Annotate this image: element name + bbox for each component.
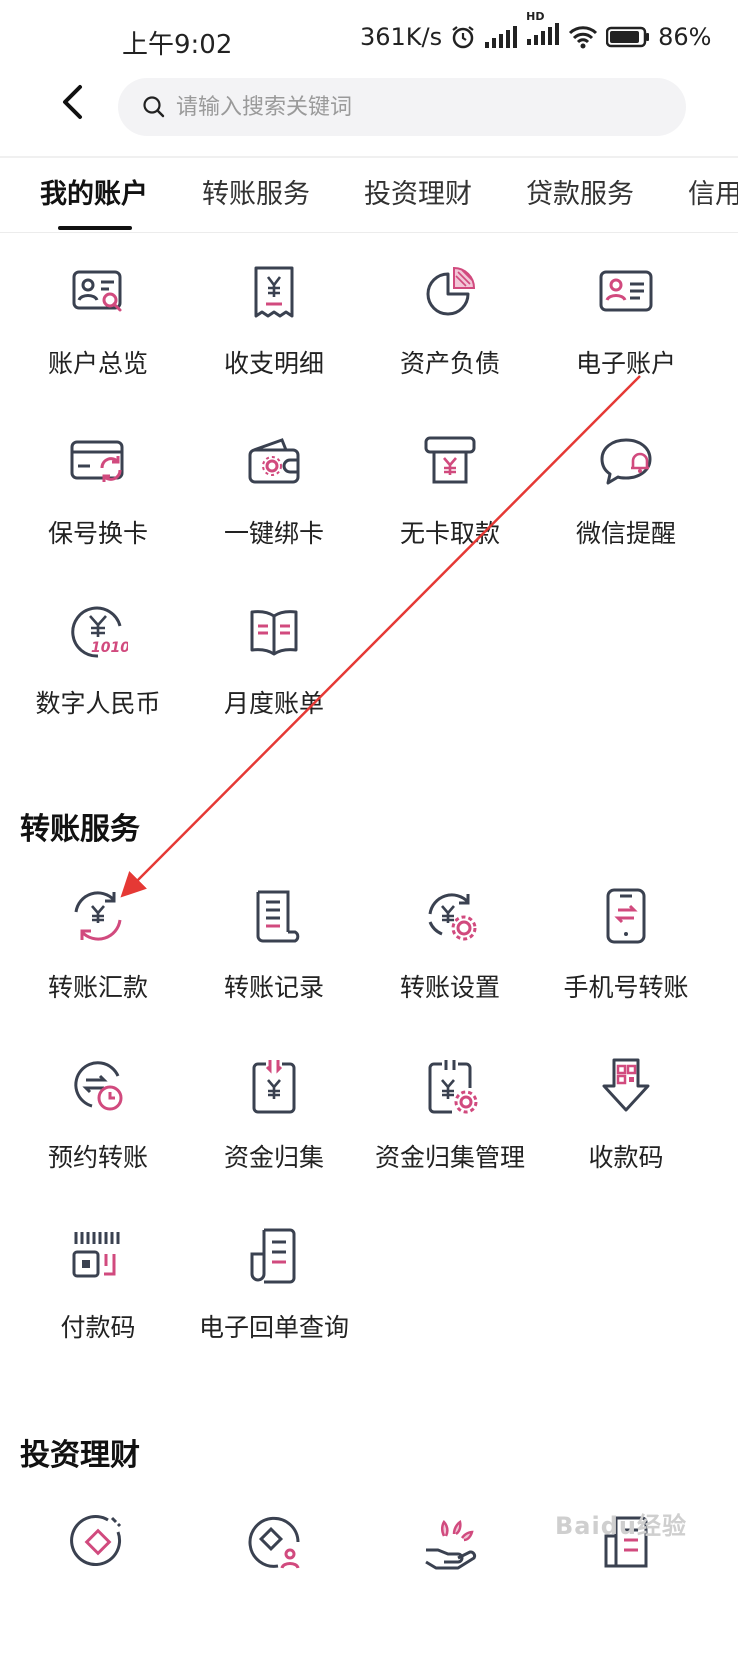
watermark-text: Baidu经验	[555, 1512, 687, 1540]
grid-item-bind-card[interactable]: 一键绑卡	[186, 432, 362, 582]
digital-yuan-icon: 1010	[71, 606, 128, 658]
header	[0, 68, 738, 158]
grid-item-label: 一键绑卡	[223, 519, 324, 548]
grid-item-label: 月度账单	[223, 689, 324, 718]
grid-item-transfer-remit[interactable]: 转账汇款	[10, 886, 186, 1036]
grid-item-label: 账户总览	[47, 349, 148, 378]
scroll-icon	[256, 890, 300, 943]
grid-item-cardless-withdraw[interactable]: 无卡取款	[362, 432, 538, 582]
pie-chart-icon	[426, 266, 476, 316]
grid-item-label: 电子回单查询	[198, 1313, 349, 1342]
status-bar: 上午9:02 361K/s HD 86%	[0, 0, 738, 80]
grid-item-fund-collection-manage[interactable]: 资金归集管理	[362, 1056, 538, 1206]
grid-item-label: 保号换卡	[47, 519, 148, 548]
wallet-icon	[248, 438, 300, 484]
grid-item-label: 收款码	[588, 1143, 664, 1172]
receipt-query-icon	[250, 1228, 296, 1284]
status-indicators: 361K/s HD 86%	[360, 10, 712, 52]
grid-item-e-receipt-query[interactable]: 电子回单查询	[186, 1226, 362, 1376]
receipt-icon	[254, 266, 294, 318]
transfer-settings-icon	[428, 893, 477, 941]
diamond-user-icon	[248, 1516, 300, 1569]
grid-item-label: 转账汇款	[47, 973, 148, 1002]
atm-icon	[424, 436, 476, 484]
tab-loan[interactable]: 贷款服务	[526, 179, 634, 210]
tab-indicator	[58, 226, 132, 230]
grid-item-digital-rmb[interactable]: 1010 数字人民币	[10, 602, 186, 752]
grid-item-phone-transfer[interactable]: 手机号转账	[538, 886, 714, 1036]
grid-item-scheduled-transfer[interactable]: 预约转账	[10, 1056, 186, 1206]
grid-item-label: 转账设置	[399, 973, 500, 1002]
grid-item-invest-3[interactable]	[362, 1512, 538, 1662]
wifi-icon	[569, 26, 598, 49]
signal-icon	[485, 26, 518, 48]
grid-item-label: 电子账户	[575, 349, 676, 378]
grid-item-label: 收支明细	[223, 349, 324, 378]
grid-item-assets[interactable]: 资产负债	[362, 262, 538, 412]
chat-bell-icon	[600, 438, 652, 485]
search-input[interactable]	[174, 93, 658, 121]
hand-plant-icon	[425, 1519, 477, 1570]
receive-code-icon	[602, 1058, 650, 1112]
grid-item-label: 无卡取款	[399, 519, 500, 548]
tab-credit[interactable]: 信用	[688, 179, 738, 210]
grid-item-invest-4[interactable]	[538, 1512, 714, 1662]
network-speed: 361K/s	[360, 23, 443, 51]
grid-item-label: 手机号转账	[563, 973, 689, 1002]
grid-item-fund-collection[interactable]: 资金归集	[186, 1056, 362, 1206]
card-swap-icon	[70, 440, 124, 482]
account-overview-icon	[72, 270, 122, 312]
grid-item-monthly-bill[interactable]: 月度账单	[186, 602, 362, 752]
pay-code-icon	[72, 1232, 120, 1278]
section-title-invest: 投资理财	[20, 1438, 140, 1473]
section-title-transfer: 转账服务	[20, 812, 140, 847]
grid-item-label: 付款码	[60, 1313, 136, 1342]
tab-invest[interactable]: 投资理财	[364, 179, 472, 210]
grid-item-card-swap[interactable]: 保号换卡	[10, 432, 186, 582]
chevron-left-icon	[63, 85, 82, 119]
document-icon	[604, 1516, 648, 1568]
grid-item-label: 资产负债	[399, 349, 500, 378]
grid-item-label: 数字人民币	[35, 689, 161, 718]
hd-label: HD	[526, 10, 545, 23]
battery-icon	[606, 26, 650, 48]
grid-item-invest-2[interactable]	[186, 1512, 362, 1662]
grid-item-label: 预约转账	[47, 1143, 148, 1172]
grid-item-label: 资金归集	[223, 1143, 324, 1172]
book-icon	[250, 610, 298, 656]
signal-hd-icon: HD	[526, 10, 560, 52]
fund-collect-icon	[252, 1060, 296, 1114]
grid-item-receive-code[interactable]: 收款码	[538, 1056, 714, 1206]
grid-item-label: 转账记录	[223, 973, 324, 1002]
grid-item-label: 资金归集管理	[374, 1143, 525, 1172]
grid-item-wechat-reminder[interactable]: 微信提醒	[538, 432, 714, 582]
tab-transfer[interactable]: 转账服务	[202, 179, 310, 210]
phone-transfer-icon	[606, 888, 646, 944]
search-icon	[143, 96, 165, 118]
grid-item-invest-1[interactable]	[10, 1512, 186, 1662]
watermark: Baidu经验	[555, 1500, 725, 1560]
category-tabs: 我的账户 转账服务 投资理财 贷款服务 信用	[0, 158, 738, 233]
search-box[interactable]	[118, 78, 686, 136]
grid-item-account-overview[interactable]: 账户总览	[10, 262, 186, 412]
grid-item-transfer-records[interactable]: 转账记录	[186, 886, 362, 1036]
battery-level: 86%	[658, 23, 712, 51]
grid-item-transfer-settings[interactable]: 转账设置	[362, 886, 538, 1036]
grid-item-label: 微信提醒	[575, 519, 676, 548]
alarm-icon	[452, 26, 474, 49]
tab-my-account[interactable]: 我的账户	[40, 179, 148, 210]
grid-item-e-account[interactable]: 电子账户	[538, 262, 714, 412]
status-time: 上午9:02	[122, 30, 233, 60]
scheduled-transfer-icon	[74, 1061, 123, 1111]
diamond-coin-icon	[70, 1515, 122, 1566]
grid-item-pay-code[interactable]: 付款码	[10, 1226, 186, 1376]
transfer-icon	[74, 891, 122, 941]
grid-item-income-expense[interactable]: 收支明细	[186, 262, 362, 412]
svg-text:1010: 1010	[91, 640, 128, 656]
id-card-icon	[599, 270, 653, 312]
back-button[interactable]	[52, 82, 92, 122]
fund-collect-settings-icon	[428, 1060, 478, 1114]
